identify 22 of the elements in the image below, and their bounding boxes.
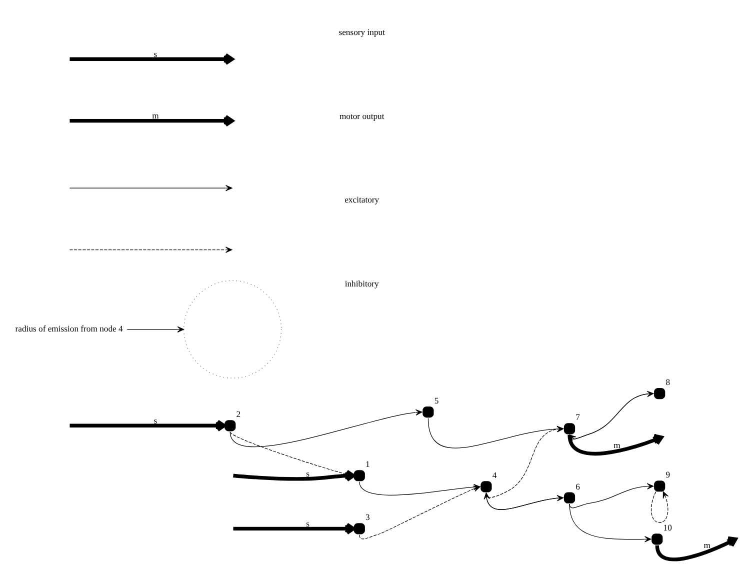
node-label: 10 bbox=[663, 522, 672, 533]
node-label: 8 bbox=[666, 377, 670, 388]
legend-label: excitatory bbox=[344, 194, 380, 205]
legend-label: sensory input bbox=[338, 26, 385, 37]
node-text: radius of emission from node 4 bbox=[15, 324, 123, 334]
edge-label: s bbox=[306, 518, 310, 528]
node-label: 1 bbox=[366, 459, 370, 470]
node-label: 6 bbox=[576, 481, 580, 492]
node-label: 3 bbox=[366, 512, 370, 522]
edge-label: s bbox=[306, 468, 310, 478]
node-label: 5 bbox=[434, 396, 439, 406]
label: s bbox=[154, 48, 158, 59]
node-label: 7 bbox=[576, 412, 580, 422]
label: m bbox=[152, 110, 159, 120]
legend-label: inhibitory bbox=[344, 278, 379, 289]
node-label: 4 bbox=[492, 470, 497, 480]
edge-label: m bbox=[614, 440, 620, 450]
edge-label: s bbox=[154, 415, 158, 426]
edge-label: m bbox=[704, 540, 710, 550]
legend-label: motor output bbox=[339, 110, 384, 121]
node-label: 2 bbox=[236, 409, 241, 420]
node-label: 9 bbox=[666, 470, 670, 480]
